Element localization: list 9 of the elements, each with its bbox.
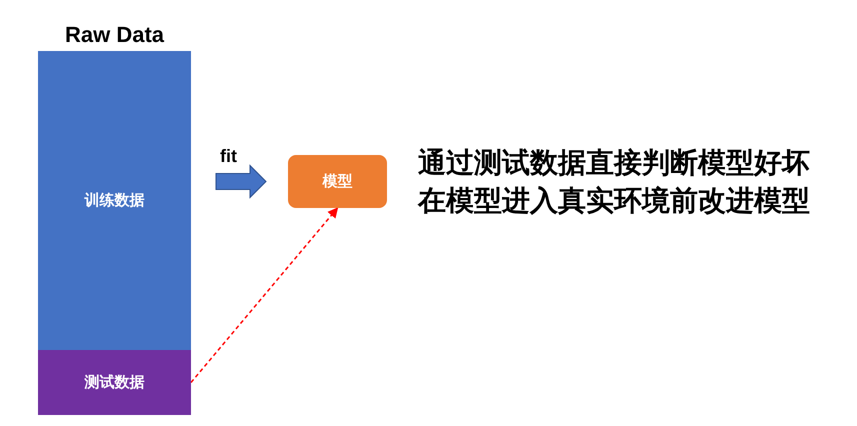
block-arrow: [216, 164, 267, 199]
test-data-box: 测试数据: [38, 350, 191, 415]
training-data-box: 训练数据: [38, 51, 191, 350]
note-text: 通过测试数据直接判断模型好坏: [418, 145, 810, 181]
dashed-arrow: [190, 207, 338, 383]
note-text: 在模型进入真实环境前改进模型: [418, 183, 810, 219]
column-heading: Raw Data: [64, 21, 166, 49]
model-box: 模型: [288, 155, 387, 208]
edge-label: fit: [220, 146, 237, 166]
